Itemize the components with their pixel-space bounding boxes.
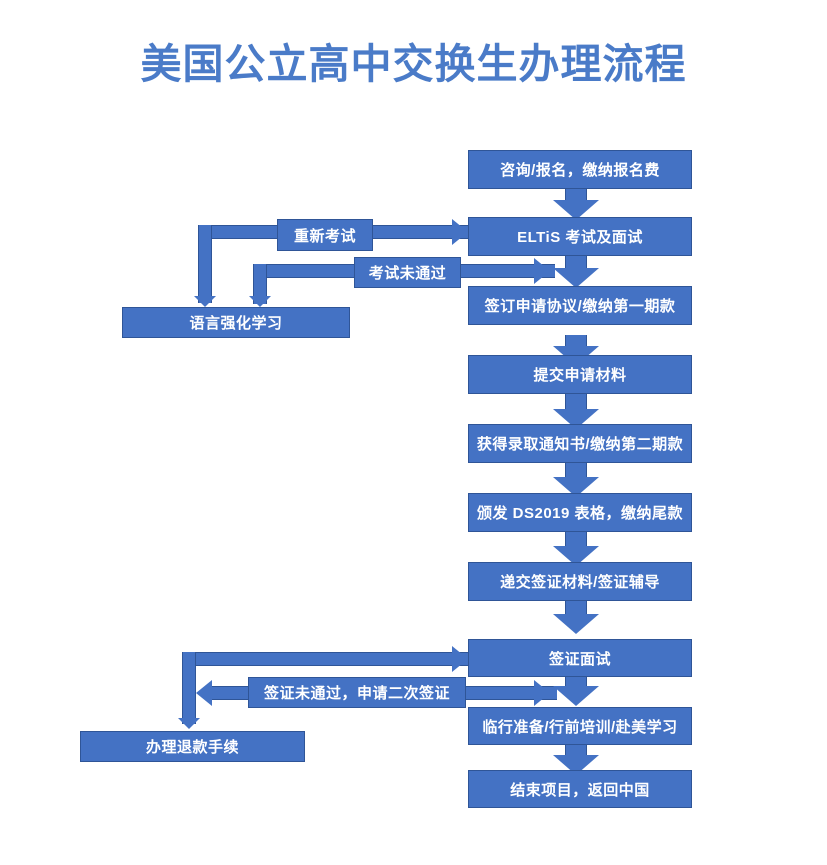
connector-step6-step7-arrowhead xyxy=(553,546,599,566)
connector-examfail-arrowhead xyxy=(534,258,550,284)
connector-examfail-vertical xyxy=(253,264,267,304)
connector-step5-step6-shaft xyxy=(565,463,587,480)
connector-visa-retry-down-arrowhead xyxy=(178,718,200,729)
label-box-visa-failed[interactable]: 签证未通过，申请二次签证 xyxy=(248,677,466,708)
connector-step5-step6-arrowhead xyxy=(553,477,599,497)
process-box-program-end[interactable]: 结束项目，返回中国 xyxy=(468,770,692,808)
connector-step4-step5-shaft xyxy=(565,394,587,412)
connector-step8-step9-shaft xyxy=(565,676,587,689)
connector-step7-step8-shaft xyxy=(565,600,587,616)
connector-step8-step9-arrowhead xyxy=(553,686,599,706)
connector-step2-step3-shaft xyxy=(565,255,587,271)
label-box-exam-failed[interactable]: 考试未通过 xyxy=(354,257,461,288)
outcome-box-refund[interactable]: 办理退款手续 xyxy=(80,731,305,762)
process-box-consultation[interactable]: 咨询/报名，缴纳报名费 xyxy=(468,150,692,189)
process-box-visa-materials[interactable]: 递交签证材料/签证辅导 xyxy=(468,562,692,601)
connector-retake-down-arrowhead xyxy=(194,296,216,307)
connector-retake-arrowhead xyxy=(452,219,468,245)
process-box-departure-prep[interactable]: 临行准备/行前培训/赴美学习 xyxy=(468,707,692,745)
process-box-visa-interview[interactable]: 签证面试 xyxy=(468,639,692,677)
connector-visa-retry-vertical xyxy=(182,652,196,724)
connector-step6-step7-shaft xyxy=(565,532,587,549)
process-box-submit-materials[interactable]: 提交申请材料 xyxy=(468,355,692,394)
connector-visa-retry-arrowhead xyxy=(452,646,468,672)
connector-examfail-down-arrowhead xyxy=(249,296,271,307)
connector-visafail-left-arrowhead xyxy=(196,680,212,706)
connector-visafail-right-arrowhead xyxy=(534,680,550,706)
connector-visa-retry-horizontal xyxy=(182,652,478,666)
outcome-box-language-study[interactable]: 语言强化学习 xyxy=(122,307,350,338)
process-box-eltis-exam[interactable]: ELTiS 考试及面试 xyxy=(468,217,692,256)
connector-step7-step8-arrowhead xyxy=(553,614,599,634)
process-box-ds2019[interactable]: 颁发 DS2019 表格，缴纳尾款 xyxy=(468,493,692,532)
connector-step2-step3-arrowhead xyxy=(553,268,599,288)
page-title: 美国公立高中交换生办理流程 xyxy=(140,41,687,87)
process-box-sign-agreement[interactable]: 签订申请协议/缴纳第一期款 xyxy=(468,286,692,325)
label-box-retake-exam[interactable]: 重新考试 xyxy=(277,219,373,251)
connector-step1-step2-arrowhead xyxy=(553,200,599,220)
process-box-admission-letter[interactable]: 获得录取通知书/缴纳第二期款 xyxy=(468,424,692,463)
connector-retake-vertical xyxy=(198,225,212,303)
